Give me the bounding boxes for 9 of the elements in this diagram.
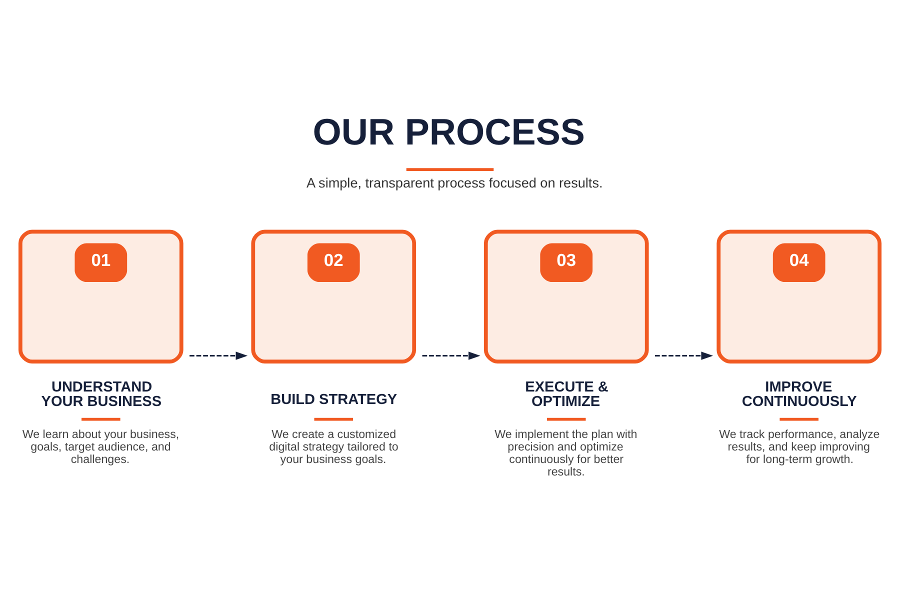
arrow: [422, 352, 480, 360]
node-label: We learn about your business, goals, target audience, and challenges.: [22, 428, 180, 466]
arrow: [655, 352, 714, 360]
diagram-title: OUR PROCESS: [312, 111, 585, 152]
node-label: We create a customized digital strategy tailored to your business goals.: [269, 428, 398, 466]
label: A simple, transparent process focused on results.: [306, 176, 603, 191]
node-label: We track performance, analyze results, and keep improving for long-term growth.: [719, 428, 880, 466]
arrow: [190, 352, 248, 360]
node-label: We implement the plan with precision and optimize continuously for better results.: [494, 428, 638, 479]
